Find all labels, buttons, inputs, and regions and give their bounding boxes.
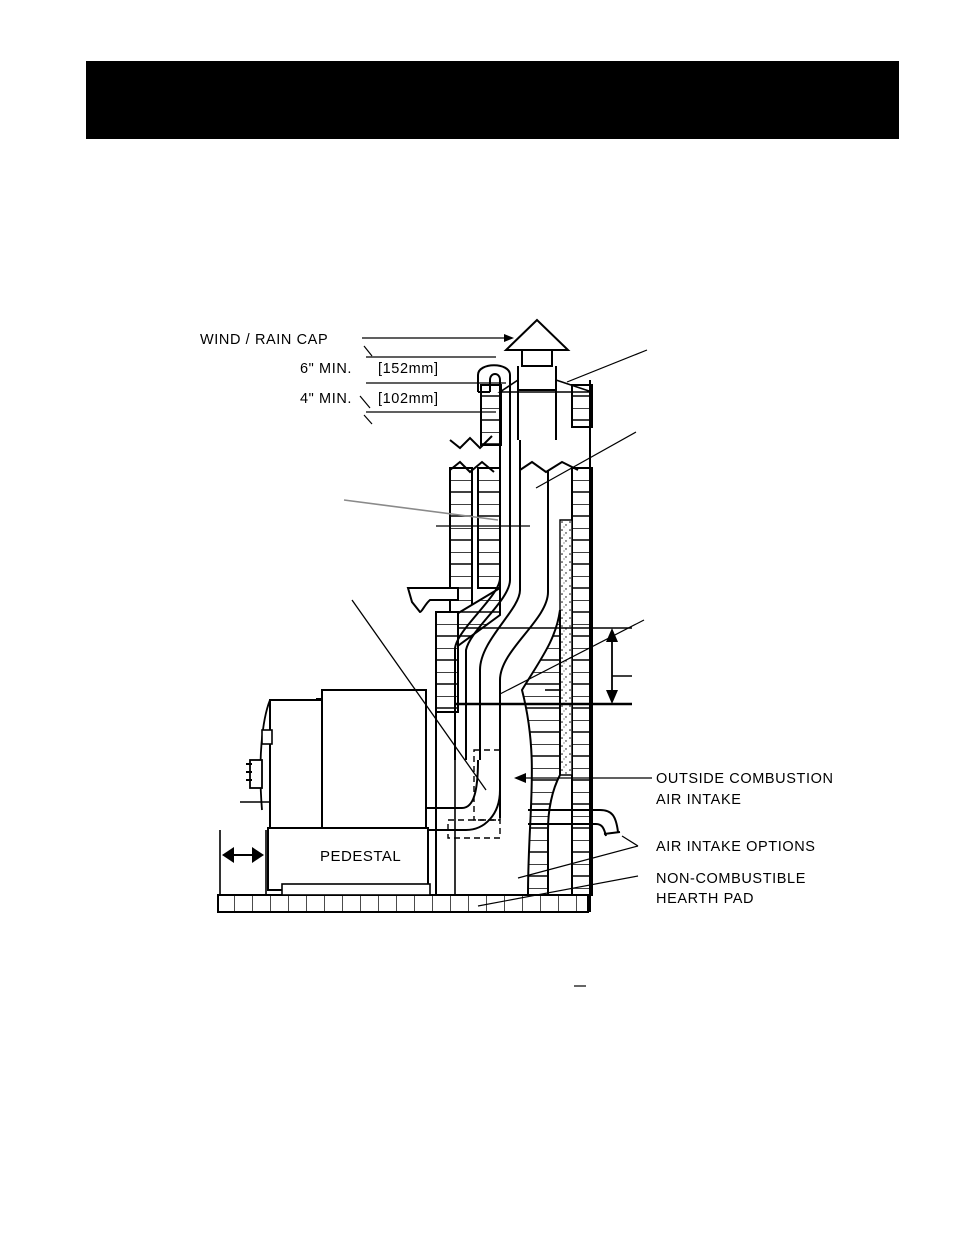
four-inch-min-metric: [102mm] [378, 391, 439, 407]
hearth-pad-label-line2: HEARTH PAD [656, 891, 754, 907]
chimney-right-wall [520, 380, 593, 912]
four-inch-min-label: 4" MIN. [300, 391, 352, 407]
pedestal: PEDESTAL [267, 827, 431, 896]
six-inch-min-metric: [152mm] [378, 361, 439, 377]
exhaust-vent-pipe [479, 440, 549, 818]
side-air-intake-option [528, 809, 621, 837]
outside-air-label-line2: AIR INTAKE [656, 792, 742, 808]
hearth-extension-arrow [219, 830, 267, 895]
pellet-insert-appliance [240, 689, 427, 829]
outside-air-intake-pipe [454, 364, 511, 760]
connector-elbow [425, 749, 501, 839]
pedestal-label: PEDESTAL [320, 848, 401, 865]
outside-air-label-line1: OUTSIDE COMBUSTION [656, 771, 834, 787]
hearth-pad-bricks [217, 894, 589, 913]
six-inch-min-label: 6" MIN. [300, 361, 352, 377]
leader-lines [343, 334, 652, 987]
wind-rain-cap-label: WIND / RAIN CAP [200, 332, 328, 348]
air-intake-options-label: AIR INTAKE OPTIONS [656, 839, 816, 855]
hearth-pad-label-line1: NON-COMBUSTIBLE [656, 871, 806, 887]
page-header-bar [86, 61, 899, 139]
